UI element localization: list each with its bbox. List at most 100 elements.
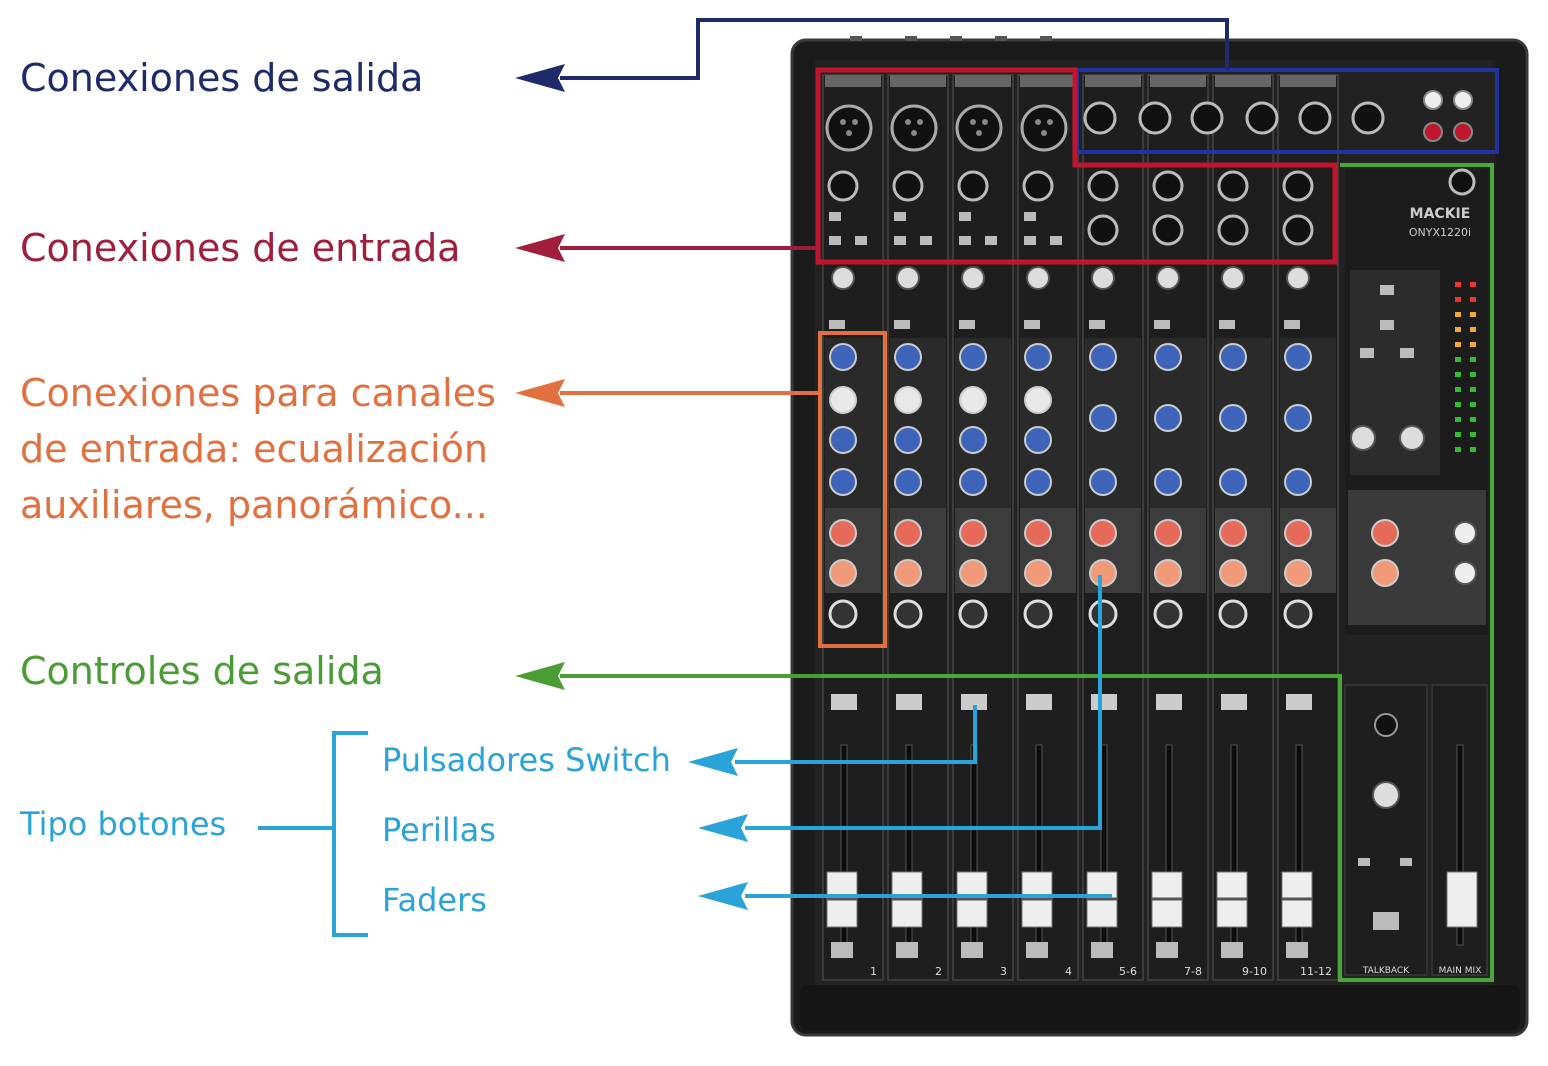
eq-knob-icon (829, 468, 857, 496)
switch-icon (894, 212, 906, 221)
mute-button-icon (1286, 694, 1312, 710)
eq-knob-icon (959, 386, 987, 414)
pan-knob-icon (958, 599, 988, 629)
knobs-line (745, 575, 1102, 830)
jack-input-icon (1217, 214, 1249, 246)
knobs-label: Perillas (382, 811, 496, 849)
aux-knob-icon (829, 559, 857, 587)
xlr-pin-icon (1041, 130, 1047, 136)
output-controls-box (820, 163, 1494, 982)
mute-button-icon (1221, 694, 1247, 710)
switch-icon (1358, 858, 1370, 866)
output-jack-icon (1351, 101, 1385, 135)
button-types-label: Tipo botones (20, 805, 227, 843)
eq-knob-icon (1089, 343, 1117, 371)
channel-header (1020, 75, 1076, 87)
gain-knob-icon (961, 266, 985, 290)
rca-white-icon (1453, 90, 1473, 110)
switch-icon (959, 320, 975, 329)
switch-icon (1400, 858, 1412, 866)
eq-knob-icon (1154, 468, 1182, 496)
eq-knob-icon (1024, 426, 1052, 454)
jack-input-icon (1022, 170, 1054, 202)
pan-knob-icon (828, 599, 858, 629)
eq-knob-icon (1219, 468, 1247, 496)
phones-knob-icon (1399, 425, 1425, 451)
talkback-label: TALKBACK (1362, 966, 1410, 976)
meter-led-icon (1470, 402, 1476, 407)
channel-number: 4 (1065, 965, 1072, 978)
headphones-jack-icon (1448, 168, 1476, 196)
output-jack-icon (1083, 101, 1117, 135)
meter-led-icon (1455, 432, 1461, 437)
eq-knob-icon (829, 343, 857, 371)
switch-icon (959, 212, 971, 221)
xlr-pin-icon (846, 130, 852, 136)
xlr-pin-icon (1047, 119, 1053, 125)
aux-knob-icon (1089, 559, 1117, 587)
pan-knob-icon (1283, 599, 1313, 629)
channel-number: 5-6 (1119, 965, 1137, 978)
xlr-input-icon (825, 104, 873, 152)
switch-icon (1360, 348, 1374, 358)
aux-knob-icon (959, 519, 987, 547)
meter-led-icon (1470, 387, 1476, 392)
jack-input-icon (1152, 170, 1184, 202)
meter-led-icon (1455, 357, 1461, 362)
eq-knob-icon (1024, 468, 1052, 496)
input-connections-arrow (515, 234, 565, 262)
knobs-arrow (698, 814, 748, 842)
xlr-pin-icon (976, 130, 982, 136)
switch-icon (985, 236, 997, 245)
switch-icon (1089, 320, 1105, 329)
channel-header (1085, 75, 1141, 87)
meter-led-icon (1455, 297, 1461, 302)
eq-knob-icon (1089, 468, 1117, 496)
eq-knob-icon (1024, 343, 1052, 371)
mute-button-icon (1091, 694, 1117, 710)
meter-led-icon (1470, 312, 1476, 317)
aux-knob-icon (894, 519, 922, 547)
eq-knob-icon (894, 426, 922, 454)
talkback-button-icon (1373, 912, 1399, 930)
solo-button-icon (831, 942, 853, 958)
xlr-input-icon (890, 104, 938, 152)
switch-icon (894, 320, 910, 329)
meter-led-icon (1470, 372, 1476, 377)
channel-connections-line-3: auxiliares, panorámico... (20, 483, 488, 527)
gain-knob-icon (1286, 266, 1310, 290)
channel-number: 1 (870, 965, 877, 978)
aux-knob-icon (894, 559, 922, 587)
button-types-bracket (258, 731, 368, 937)
eq-knob-icon (959, 426, 987, 454)
xlr-pin-icon (970, 119, 976, 125)
pan-knob-icon (1218, 599, 1248, 629)
meter-led-icon (1470, 297, 1476, 302)
output-connections-label: Conexiones de salida (20, 56, 424, 100)
jack-input-icon (957, 170, 989, 202)
solo-button-icon (961, 942, 983, 958)
meter-led-icon (1470, 432, 1476, 437)
eq-knob-icon (1219, 343, 1247, 371)
eq-knob-icon (959, 468, 987, 496)
channel-connections-line-2: de entrada: ecualización (20, 427, 488, 471)
pan-knob-icon (1153, 599, 1183, 629)
mute-button-icon (896, 694, 922, 710)
mic-icon (1374, 713, 1398, 737)
switch-buttons-label: Pulsadores Switch (382, 741, 671, 779)
eq-knob-icon (959, 343, 987, 371)
solo-button-icon (1286, 942, 1308, 958)
eq-knob-icon (894, 386, 922, 414)
output-jack-icon (1298, 101, 1332, 135)
output-jack-icon (1190, 101, 1224, 135)
output-controls-arrow (515, 662, 565, 690)
gain-knob-icon (831, 266, 855, 290)
jack-input-icon (1282, 170, 1314, 202)
aux-knob-icon (1024, 559, 1052, 587)
switch-arrow (688, 748, 738, 776)
output-jack-icon (1245, 101, 1279, 135)
meter-led-icon (1470, 417, 1476, 422)
jack-input-icon (1087, 214, 1119, 246)
aux-return-knob-icon (1453, 521, 1477, 545)
